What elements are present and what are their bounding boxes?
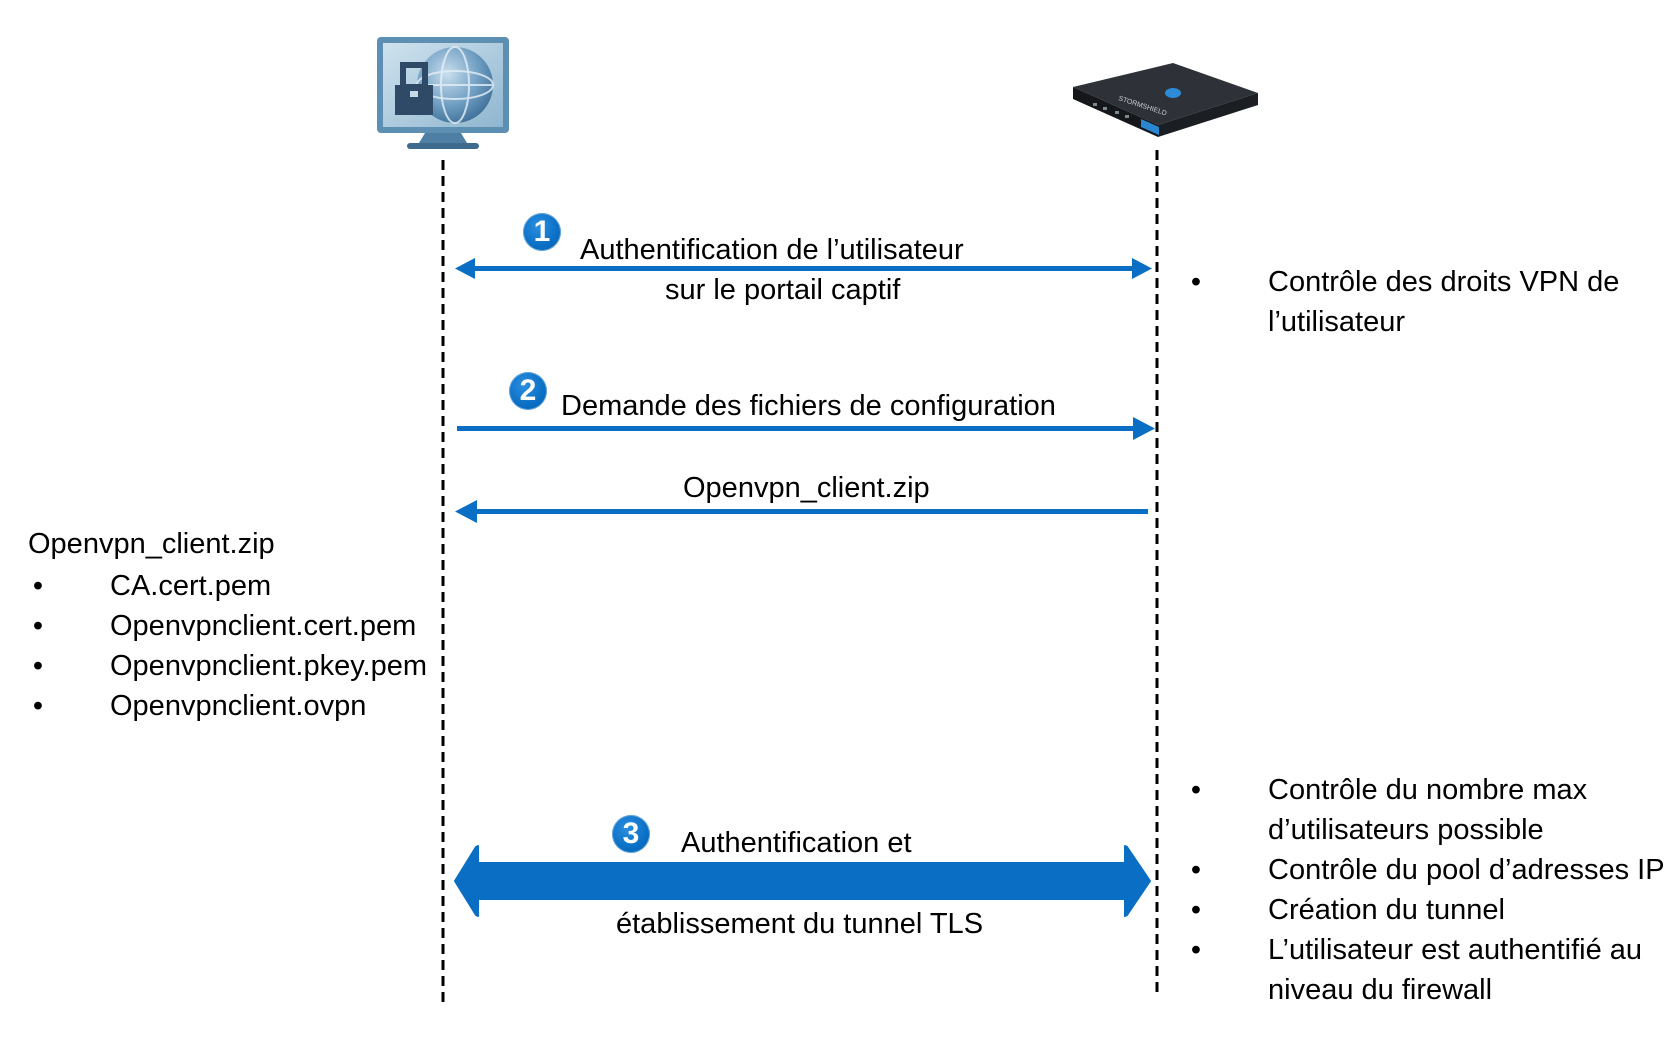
bullet: • — [1190, 894, 1202, 926]
step-badge-2: 2 — [509, 372, 547, 410]
bullet: • — [32, 570, 44, 602]
step3-tunnel-arrow — [454, 845, 1151, 917]
bullet: • — [32, 650, 44, 682]
note-item: • Contrôle des droits VPN de l’utilisate… — [1186, 262, 1619, 342]
note-line2: l’utilisateur — [1268, 306, 1405, 338]
response-label: Openvpn_client.zip — [683, 472, 930, 504]
step-badge-3: 3 — [612, 815, 650, 853]
file-item: • Openvpnclient.ovpn — [28, 686, 427, 726]
step2-response-arrow — [455, 500, 1148, 523]
note-line2: d’utilisateurs possible — [1268, 814, 1544, 846]
file-item: • Openvpnclient.cert.pem — [28, 606, 427, 646]
bullet: • — [1190, 266, 1202, 298]
file-item: • Openvpnclient.pkey.pem — [28, 646, 427, 686]
note-item: • Contrôle du pool d’adresses IP — [1186, 850, 1665, 890]
step1-label-line2: sur le portail captif — [665, 274, 901, 306]
client-package-title: Openvpn_client.zip — [28, 528, 275, 560]
note-line1: Création du tunnel — [1268, 894, 1505, 926]
note-line1: Contrôle du pool d’adresses IP — [1268, 854, 1665, 886]
step1-arrow — [455, 258, 1152, 279]
file-name: Openvpnclient.ovpn — [110, 690, 367, 722]
note-line1: Contrôle du nombre max — [1268, 774, 1588, 806]
note-item: • L’utilisateur est authentifié au nivea… — [1186, 930, 1665, 1010]
firewall-notes-step3: • Contrôle du nombre max d’utilisateurs … — [1186, 770, 1665, 1010]
bullet: • — [1190, 854, 1202, 886]
bullet: • — [32, 690, 44, 722]
client-package-files: • CA.cert.pem • Openvpnclient.cert.pem •… — [28, 566, 427, 726]
file-name: CA.cert.pem — [110, 570, 272, 602]
note-item: • Création du tunnel — [1186, 890, 1665, 930]
file-name: Openvpnclient.pkey.pem — [110, 650, 428, 682]
stormshield-firewall-appliance-icon: STORMSHIELD — [1063, 55, 1263, 155]
step2-request-arrow — [457, 417, 1155, 440]
step3-label-line2: établissement du tunnel TLS — [616, 908, 984, 940]
step1-label-line1: Authentification de l’utilisateur — [580, 234, 964, 266]
file-item: • CA.cert.pem — [28, 566, 427, 606]
bullet: • — [1190, 934, 1202, 966]
bullet: • — [32, 610, 44, 642]
note-line1: L’utilisateur est authentifié au — [1268, 934, 1643, 966]
vpn-client-monitor-icon — [375, 35, 515, 155]
step2-label: Demande des fichiers de configuration — [561, 390, 1056, 422]
note-item: • Contrôle du nombre max d’utilisateurs … — [1186, 770, 1665, 850]
note-line2: niveau du firewall — [1268, 974, 1493, 1006]
step-badge-1: 1 — [523, 213, 561, 251]
step3-label-line1: Authentification et — [681, 827, 912, 859]
note-line1: Contrôle des droits VPN de — [1268, 266, 1620, 298]
file-name: Openvpnclient.cert.pem — [110, 610, 417, 642]
firewall-notes-step1: • Contrôle des droits VPN de l’utilisate… — [1186, 262, 1619, 342]
bullet: • — [1190, 774, 1202, 806]
